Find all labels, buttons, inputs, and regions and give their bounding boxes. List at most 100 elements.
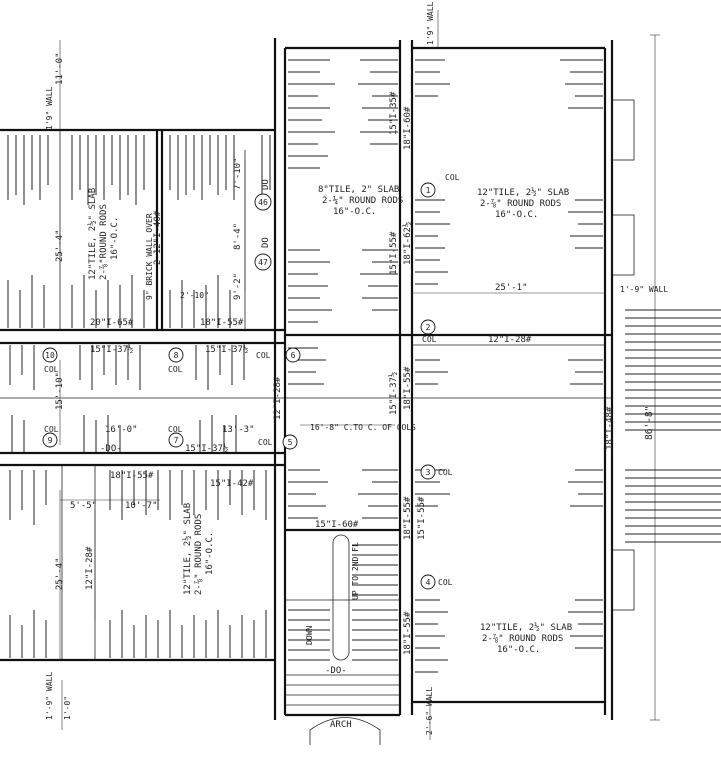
do-4: -DO-	[325, 666, 347, 676]
svg-text:47: 47	[258, 258, 268, 267]
column-2-marker: 2	[420, 319, 436, 335]
brick-wall-over: 9" BRICK WALL OVER	[145, 213, 154, 300]
beam-15i37-b: 15"I-37½	[205, 344, 248, 355]
beam-15i55: 15"I-55#	[389, 231, 399, 275]
dim-25-1: 25'-1"	[495, 283, 528, 293]
col-label-10: COL	[44, 365, 59, 374]
beam-18i55-c: 18"I-55#	[403, 366, 413, 410]
svg-text:12"TILE, 2½" SLAB: 12"TILE, 2½" SLAB	[87, 188, 98, 280]
beam-12i28-b: 12"I-28#	[273, 376, 283, 420]
beam-15i55-b: 15"I-55#	[417, 496, 427, 540]
column-3-marker: 3	[420, 464, 436, 480]
column-6-marker: 6	[285, 347, 301, 363]
col-label-8: COL	[168, 365, 183, 374]
dim-1-0: 1'-0"	[63, 696, 72, 720]
column-markers: 1 2 3 4 5 6 7 8 9 10 46 47	[42, 182, 436, 590]
beam-15i60: 15"I-60#	[315, 520, 359, 530]
svg-text:16"-O.C.: 16"-O.C.	[110, 217, 120, 260]
dim-2-10: 2'-10"	[180, 291, 209, 300]
svg-text:8"TILE, 2" SLAB: 8"TILE, 2" SLAB	[318, 185, 399, 195]
col-label-9: COL	[44, 425, 59, 434]
beam-15i35: 15"I-35#	[389, 91, 399, 135]
svg-text:3: 3	[426, 468, 431, 477]
dim-86-8: 86'-8"	[644, 406, 655, 440]
do-2: DO	[261, 237, 271, 248]
wall-2-6: 2'-6" WALL	[425, 687, 434, 735]
column-8-marker: 8	[168, 347, 184, 363]
dim-16-0: 16'-0"	[105, 425, 138, 435]
svg-text:12"TILE, 2½" SLAB: 12"TILE, 2½" SLAB	[480, 622, 572, 633]
beam-15i37-d: 15"I-37½	[388, 372, 399, 415]
col-label-1: COL	[445, 173, 460, 182]
dim-5-5: 5'-5"	[70, 501, 97, 511]
column-1-marker: 1	[420, 182, 436, 198]
column-10-marker: 10	[42, 347, 58, 363]
up-to-2nd-fl: UP TO 2ND FL	[351, 542, 360, 600]
beam-18i55-b: 18"I-55#	[110, 471, 154, 481]
beam-18i62: 18"I-62½	[402, 222, 413, 265]
wall-1-9-right: 1'-9" WALL	[620, 285, 668, 294]
slab-note-right: 12"TILE, 2½" SLAB 2-⅞" ROUND RODS 16"-O.…	[477, 187, 569, 220]
column-46-marker: 46	[254, 193, 272, 211]
svg-text:16"-O.C.: 16"-O.C.	[495, 210, 538, 220]
joist-hatching	[7, 59, 603, 673]
svg-text:7: 7	[174, 436, 179, 445]
beam-12i28-c: 12"I-28#	[488, 335, 532, 345]
beam-18i55-a: 18"I-55#	[200, 318, 244, 328]
beam-15i42: 15"I-42#	[210, 479, 254, 489]
beam-12i40: 2-12"I-40#	[153, 210, 163, 265]
svg-text:2-⅞" ROUND RODS: 2-⅞" ROUND RODS	[482, 634, 563, 644]
slab-note-center: 8"TILE, 2" SLAB 2-¼" ROUND RODS 16"-O.C.	[318, 185, 403, 217]
dim-10-7: 10'-7"	[125, 501, 158, 511]
svg-text:16"-O.C.: 16"-O.C.	[205, 532, 215, 575]
dim-25-4: 25'-4"	[55, 229, 65, 262]
beam-18i48: 18"I-48#	[605, 406, 615, 450]
dim-9-2: 9'-2"	[233, 273, 243, 300]
beam-15i37-a: 15"I-37½	[90, 344, 133, 355]
walls	[0, 10, 721, 745]
col-label-5: COL	[258, 438, 273, 447]
beam-20i65: 20"I-65#	[90, 318, 134, 328]
svg-text:46: 46	[258, 198, 268, 207]
wall-1-9-top: 1'9" WALL	[45, 86, 54, 130]
column-4-marker: 4	[420, 574, 436, 590]
column-5-marker: 5	[282, 434, 298, 450]
dim-25-4-lower: 25'-4"	[55, 557, 65, 590]
svg-text:2-⅞" ROUND RODS: 2-⅞" ROUND RODS	[480, 199, 561, 209]
slab-note-left: 12"TILE, 2½" SLAB 2-⅞"ROUND RODS 16"-O.C…	[87, 188, 120, 280]
slab-note-lower-left: 12"TILE, 2½" SLAB 2-⅞" ROUND RODS 16"-O.…	[182, 503, 215, 595]
beam-18i55-d: 18"I-55#	[403, 496, 413, 540]
svg-text:2-¼" ROUND RODS: 2-¼" ROUND RODS	[322, 196, 403, 206]
col-label-6: COL	[256, 351, 271, 360]
beam-18i55-e: 18"I-55#	[403, 611, 413, 655]
down-label: DOWN	[305, 626, 314, 645]
slab-note-lower-right: 12"TILE, 2½" SLAB 2-⅞" ROUND RODS 16"-O.…	[480, 622, 572, 655]
svg-text:12"TILE, 2½" SLAB: 12"TILE, 2½" SLAB	[477, 187, 569, 198]
svg-text:10: 10	[45, 351, 55, 360]
svg-text:12"TILE, 2½" SLAB: 12"TILE, 2½" SLAB	[182, 503, 193, 595]
svg-text:1: 1	[426, 186, 431, 195]
col-label-3: COL	[438, 468, 453, 477]
beam-12i28-a: 12"I-28#	[85, 546, 95, 590]
column-47-marker: 47	[254, 253, 272, 271]
dim-8-4: 8'-4"	[233, 223, 243, 250]
wall-1-9-top-right: 1'9" WALL	[426, 1, 435, 45]
dim-7-10: 7'-10"	[233, 157, 243, 190]
col-label-4: COL	[438, 578, 453, 587]
dim-16-8: 16'-8" C.TO C. OF COLS	[310, 423, 416, 432]
do-1: DO	[261, 179, 271, 190]
column-9-marker: 9	[42, 432, 58, 448]
dim-15-10: 15'-10"	[55, 372, 65, 410]
beam-18i60: 18"I-60#	[403, 106, 413, 150]
dim-13-3: 13'-3"	[222, 425, 255, 435]
column-7-marker: 7	[168, 432, 184, 448]
svg-text:2: 2	[426, 323, 431, 332]
svg-text:8: 8	[174, 351, 179, 360]
wall-1-9-bottom-left: 1'-9" WALL	[45, 672, 54, 720]
dim-11-0: 11'-0"	[55, 52, 65, 85]
do-3: -DO-	[100, 444, 122, 454]
svg-text:2-⅞" ROUND RODS: 2-⅞" ROUND RODS	[194, 514, 204, 595]
annotations: COL COL COL COL COL COL COL COL COL COL …	[44, 1, 668, 735]
svg-text:16"-O.C.: 16"-O.C.	[497, 645, 540, 655]
